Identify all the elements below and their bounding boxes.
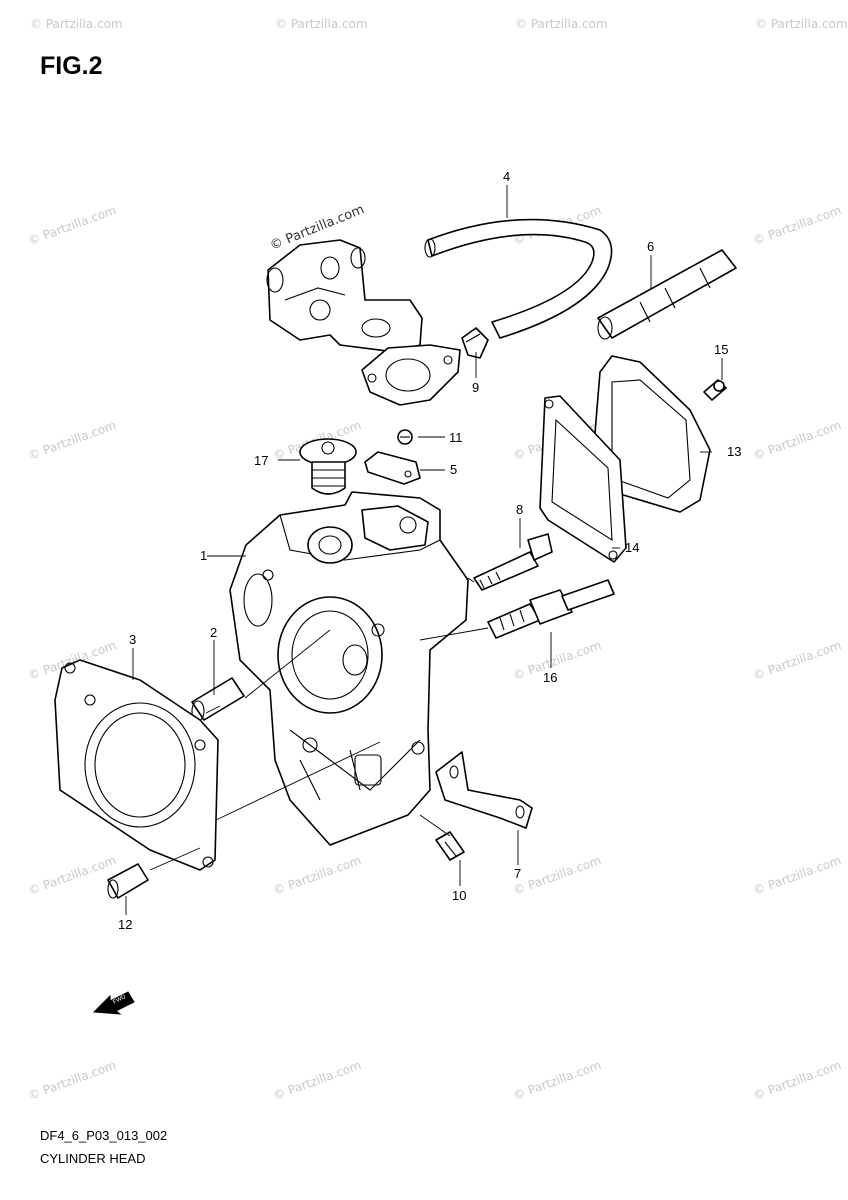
callout-14: 14 [625,540,639,555]
watermark: © Partzilla.com [751,203,843,248]
callout-13: 13 [727,444,741,459]
thermostat-cover [266,239,423,353]
watermark: © Partzilla.com [26,853,118,898]
callout-6: 6 [647,239,654,254]
watermark: © Partzilla.com [515,17,608,31]
watermark: © Partzilla.com [751,1058,843,1103]
dowel-pin-2 [191,677,245,722]
callout-4: 4 [503,169,510,184]
watermark: © Partzilla.com [751,638,843,683]
thermostat-cover-gasket [361,344,461,406]
callout-3: 3 [129,632,136,647]
fwd-arrow-icon: FWD [92,991,135,1015]
callout-2: 2 [210,625,217,640]
bolt-10 [435,831,465,861]
figure-caption: CYLINDER HEAD [40,1151,146,1166]
callout-9: 9 [472,380,479,395]
head-cover-gasket [539,395,627,563]
watermark: © Partzilla.com [275,17,368,31]
watermark: © Partzilla.com [751,853,843,898]
watermark: © Partzilla.com [26,1058,118,1103]
callout-11: 11 [449,430,463,445]
bolt-15 [703,379,727,401]
screw-11 [397,429,413,445]
watermark: © Partzilla.com [511,1058,603,1103]
callout-7: 7 [514,866,521,881]
watermark: © Partzilla.com [751,418,843,463]
watermark: © Partzilla.com [30,17,123,31]
watermark: © Partzilla.com [755,17,848,31]
cylinder-head [229,491,469,846]
figure-title: FIG.2 [40,52,103,80]
watermark: © Partzilla.com [271,853,363,898]
watermark: © Partzilla.com [511,853,603,898]
dowel-pin-12 [107,863,149,899]
drawing-code: DF4_6_P03_013_002 [40,1128,168,1143]
stud-bolt [473,533,553,591]
watermark: © Partzilla.com [26,203,118,248]
bracket [435,751,533,829]
water-hose [424,218,613,339]
callout-1: 1 [200,548,207,563]
watermark: © Partzilla.com [271,1058,363,1103]
anode-rod [597,249,737,340]
callout-10: 10 [452,888,466,903]
leader-lines [125,185,723,915]
callout-labels: 1 2 3 4 5 6 7 8 9 10 11 12 13 14 15 16 1… [118,169,741,932]
head-gasket [54,659,219,871]
callout-12: 12 [118,917,132,932]
callout-8: 8 [516,502,523,517]
watermark: © Partzilla.com [26,418,118,463]
callout-15: 15 [714,342,728,357]
hose-clip [461,327,489,359]
spark-plug [487,579,615,639]
callout-16: 16 [543,670,557,685]
callout-5: 5 [450,462,457,477]
plate-5 [364,451,421,485]
callout-17: 17 [254,453,268,468]
thermostat [299,438,357,495]
